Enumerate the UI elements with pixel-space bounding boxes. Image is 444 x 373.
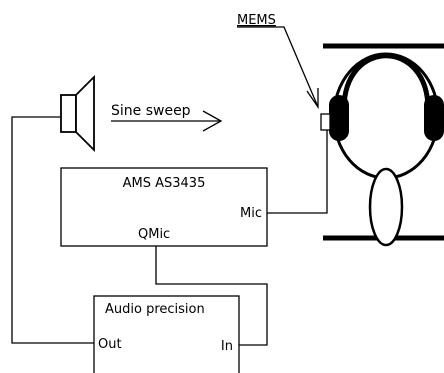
ams-mic-port-label: Mic [240, 206, 262, 221]
ams-qmic-port-label: QMic [138, 227, 170, 242]
ams-box-title: AMS AS3435 [123, 176, 206, 191]
audio-precision-box: Audio precision Out In [93, 295, 240, 373]
mems-microphone-icon [320, 113, 331, 131]
body-outline [368, 167, 404, 247]
head-with-headphones-icon [323, 43, 444, 247]
wire-speaker-to-ap-out [11, 116, 94, 344]
ear-cup-left [329, 95, 349, 141]
speaker-icon [60, 74, 95, 153]
mems-label: MEMS [237, 13, 276, 28]
sine-sweep-label: Sine sweep [111, 103, 191, 119]
wire-mic-to-ams [267, 130, 328, 214]
sine-sweep-arrow [111, 110, 223, 132]
mems-pointer-arrow [237, 26, 319, 110]
wire-qmic-to-ap-in [155, 246, 268, 346]
ap-box-title: Audio precision [105, 302, 205, 317]
ams-as3435-box: AMS AS3435 Mic QMic [60, 167, 268, 247]
headband [341, 53, 431, 110]
ap-out-port-label: Out [98, 337, 122, 352]
ear-cup-right [424, 95, 444, 141]
head-outline [332, 52, 440, 180]
ap-in-port-label: In [221, 339, 233, 354]
